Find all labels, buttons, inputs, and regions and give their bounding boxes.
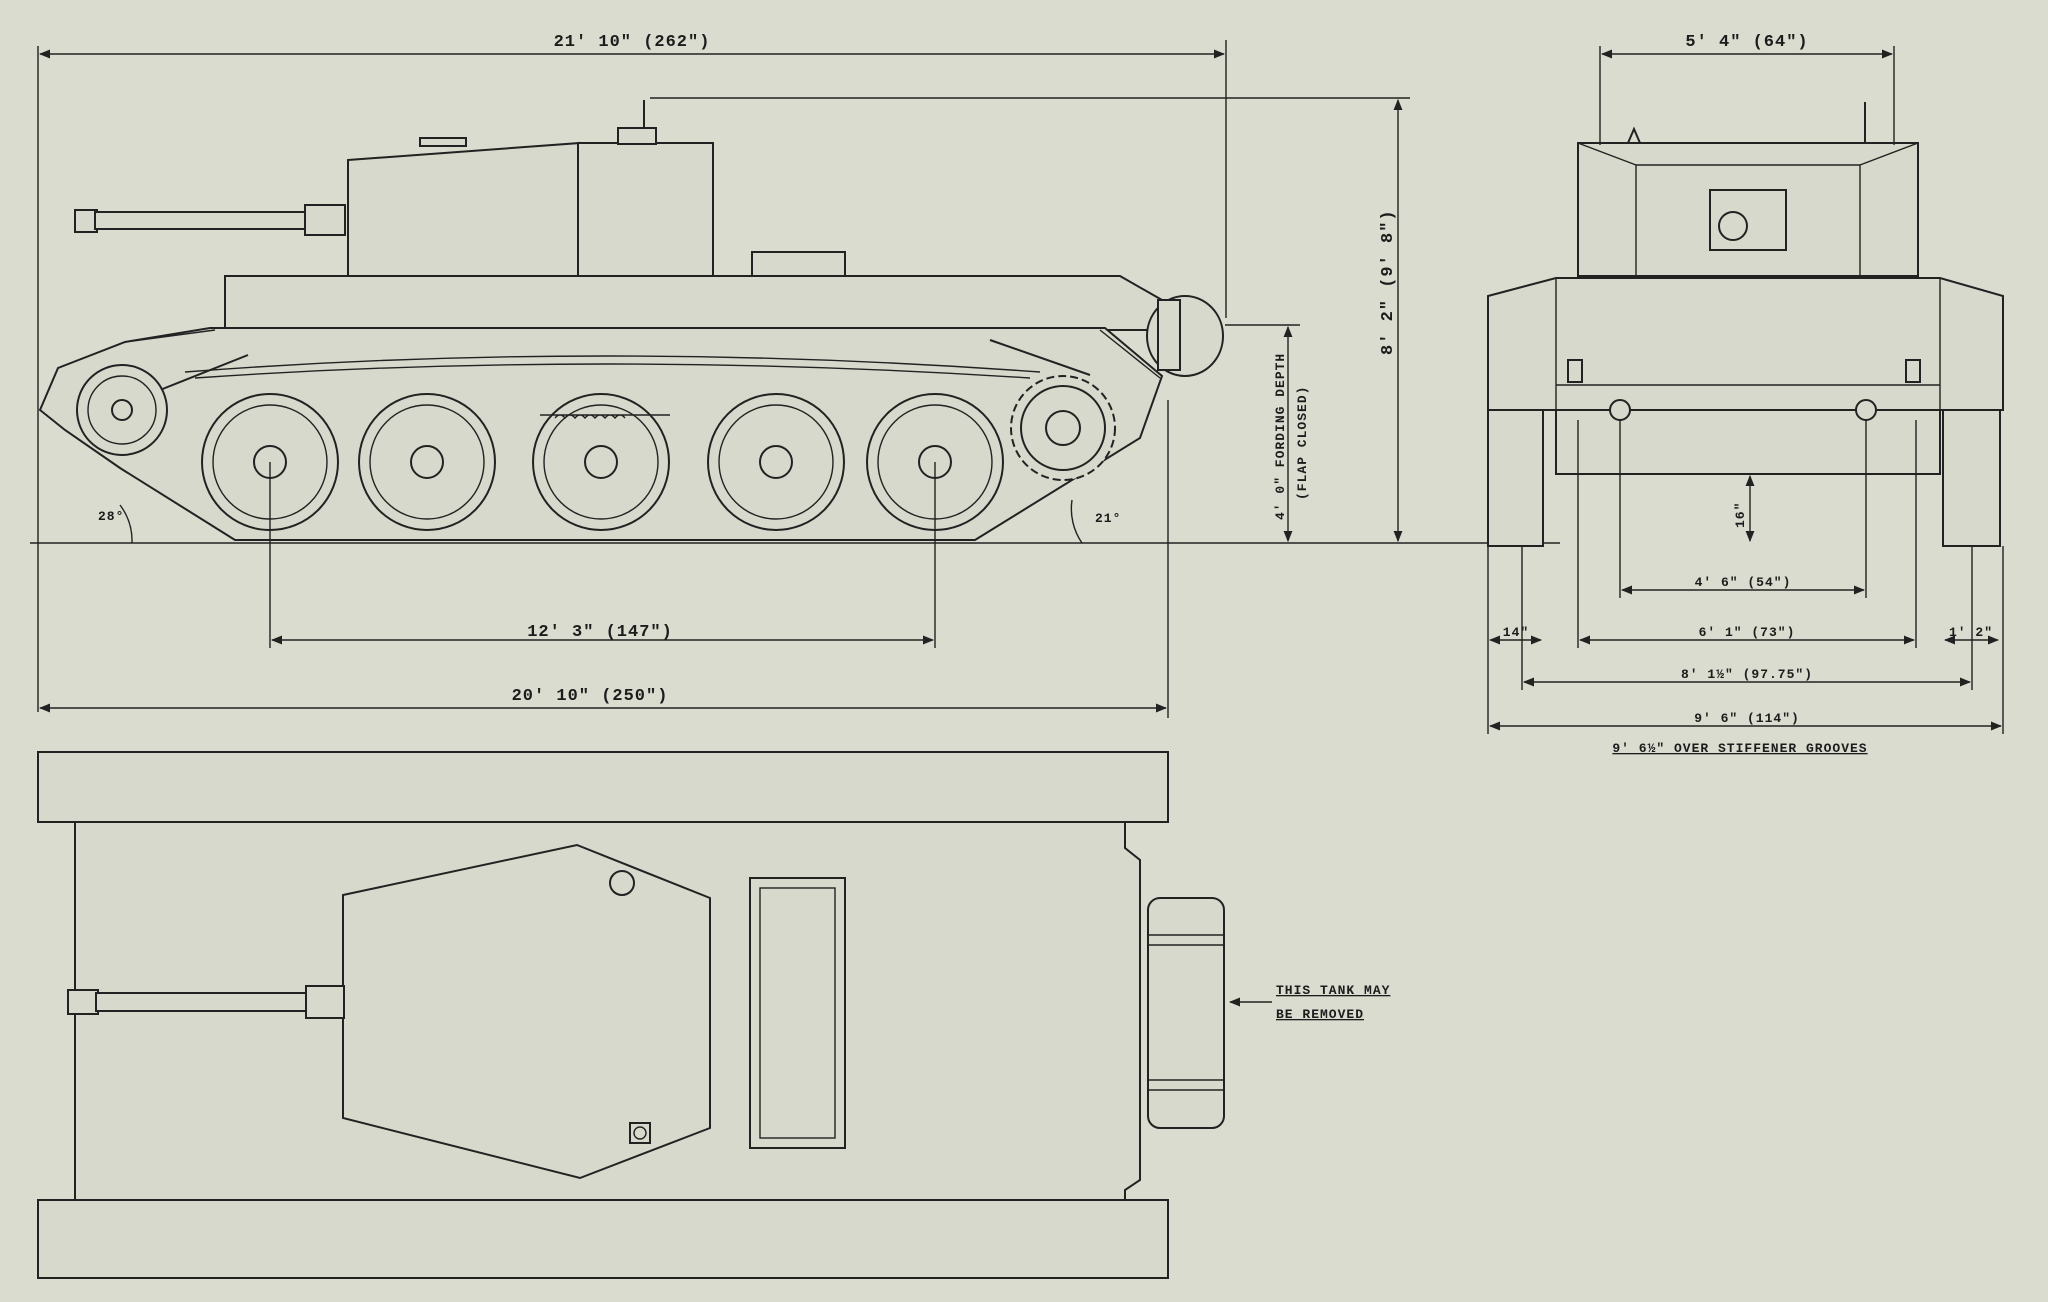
removable-tank-note-line2: BE REMOVED	[1276, 1007, 1364, 1022]
top-view: THIS TANK MAY BE REMOVED	[37, 751, 1390, 1279]
top-track-lower	[37, 1199, 1169, 1279]
front-view: 5' 4" (64") 16" 4' 6" (54") 6' 1" (73") …	[1487, 33, 2004, 756]
track-outer-label: 6' 1" (73")	[1699, 625, 1796, 640]
front-angle-label: 28°	[98, 509, 124, 524]
removable-tank-note-line1: THIS TANK MAY	[1276, 983, 1390, 998]
track-center-label: 8' 1½" (97.75")	[1681, 667, 1813, 682]
wheelbase-label: 12' 3" (147")	[527, 623, 673, 642]
track-width-left-label: 14"	[1503, 625, 1529, 640]
gun-barrel	[74, 204, 346, 236]
hull-length-label: 20' 10" (250")	[512, 687, 669, 706]
hull	[224, 275, 1163, 331]
gun-muzzle	[1718, 211, 1748, 241]
overall-length-label: 21' 10" (262")	[554, 33, 711, 52]
rear-fender-line	[989, 339, 1091, 376]
rear-angle-label: 21°	[1095, 511, 1121, 526]
front-fender-line	[159, 354, 249, 391]
rear-fuel-tank	[1146, 295, 1224, 377]
front-hull	[1487, 277, 2004, 411]
track-width-right-label: 1' 2"	[1949, 625, 1993, 640]
front-track-left	[1487, 409, 1544, 547]
front-track-right	[1942, 409, 2001, 547]
road-wheel	[707, 393, 845, 531]
side-view: 21' 10" (262") 20' 10" (250") 12' 3" (14…	[30, 33, 1560, 718]
overall-height-label: 8' 2" (9' 8")	[1379, 209, 1398, 355]
drive-sprocket	[1010, 375, 1116, 481]
tow-hook-left	[1609, 399, 1631, 421]
overall-width-label: 9' 6" (114")	[1694, 711, 1800, 726]
idler-wheel	[76, 364, 168, 456]
top-track-upper	[37, 751, 1169, 823]
turret-width-label: 5' 4" (64")	[1685, 33, 1808, 52]
clearance-label: 16"	[1733, 502, 1748, 528]
top-fuel-tank	[1147, 897, 1225, 1129]
stiffener-note: 9' 6½" OVER STIFFENER GROOVES	[1612, 741, 1867, 756]
top-turret	[342, 843, 711, 1180]
tow-hook-right	[1855, 399, 1877, 421]
engine-hatch	[749, 877, 846, 1149]
flap-closed-label: (FLAP CLOSED)	[1295, 386, 1310, 500]
turret	[347, 100, 846, 277]
road-wheel	[358, 393, 496, 531]
track-inner-label: 4' 6" (54")	[1695, 575, 1792, 590]
road-wheel	[532, 393, 670, 531]
fording-depth-label: 4' 0" FORDING DEPTH	[1273, 353, 1288, 520]
